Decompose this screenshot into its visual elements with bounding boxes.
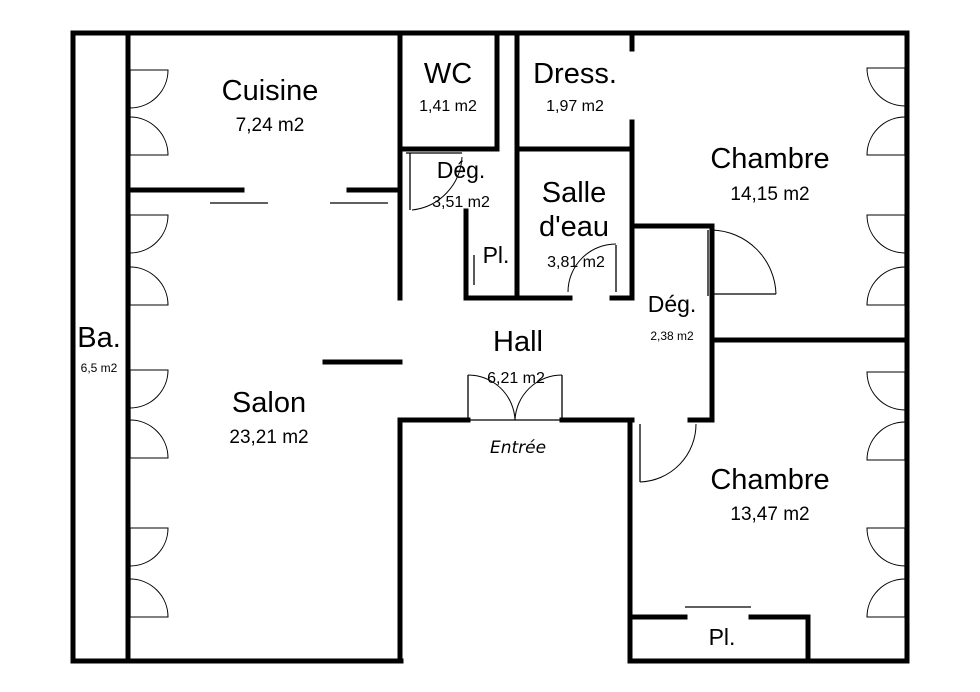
room-name-degagement2: Dég. xyxy=(648,291,697,317)
room-name-chambre1: Chambre xyxy=(710,143,829,175)
room-area-hall: 6,21 m2 xyxy=(487,370,545,387)
window-chambre1-1 xyxy=(866,67,906,156)
room-name-wc: WC xyxy=(424,58,472,90)
door-chambre2 xyxy=(639,423,697,483)
doors xyxy=(210,152,777,608)
room-area-chambre2: 13,47 m2 xyxy=(730,504,809,525)
room-name-salle-eau-2: d'eau xyxy=(539,211,609,243)
door-salle-eau xyxy=(567,243,617,293)
room-area-salon: 23,21 m2 xyxy=(229,427,308,448)
door-entrance xyxy=(467,374,563,421)
room-name-hall: Hall xyxy=(493,326,543,358)
window-chambre1-2 xyxy=(866,214,906,306)
room-name-balcon: Ba. xyxy=(77,322,121,354)
room-area-dressing: 1,97 m2 xyxy=(546,98,604,115)
window-salon-2 xyxy=(129,369,169,459)
window-chambre2-2 xyxy=(866,527,906,618)
facade-windows xyxy=(866,67,906,618)
room-area-balcon: 6,5 m2 xyxy=(81,361,118,375)
room-name-placard2: Pl. xyxy=(709,624,736,650)
window-chambre2-1 xyxy=(866,371,906,461)
room-area-cuisine: 7,24 m2 xyxy=(236,115,305,136)
walls xyxy=(70,30,910,664)
room-area-degagement1: 3,51 m2 xyxy=(432,194,490,211)
room-area-degagement2: 2,38 m2 xyxy=(650,329,694,343)
room-area-wc: 1,41 m2 xyxy=(419,98,477,115)
window-kitchen xyxy=(129,69,169,156)
room-name-salle-eau-1: Salle xyxy=(542,177,607,209)
entrance-label: Entrée xyxy=(490,438,546,458)
door-degagement1 xyxy=(406,152,463,211)
door-chambre1 xyxy=(707,229,777,296)
room-name-degagement1: Dég. xyxy=(437,157,486,183)
room-name-salon: Salon xyxy=(232,387,306,419)
window-salon-3 xyxy=(129,527,169,618)
room-area-chambre1: 14,15 m2 xyxy=(730,184,809,205)
balcony-windows xyxy=(129,69,169,618)
window-salon-1 xyxy=(129,214,169,306)
room-name-chambre2: Chambre xyxy=(710,464,829,496)
room-name-cuisine: Cuisine xyxy=(222,75,319,107)
room-labels: Cuisine 7,24 m2 WC 1,41 m2 Dress. 1,97 m… xyxy=(77,58,829,650)
room-name-dressing: Dress. xyxy=(533,58,617,90)
room-area-salle-eau: 3,81 m2 xyxy=(547,254,605,271)
room-name-placard1: Pl. xyxy=(483,242,510,268)
